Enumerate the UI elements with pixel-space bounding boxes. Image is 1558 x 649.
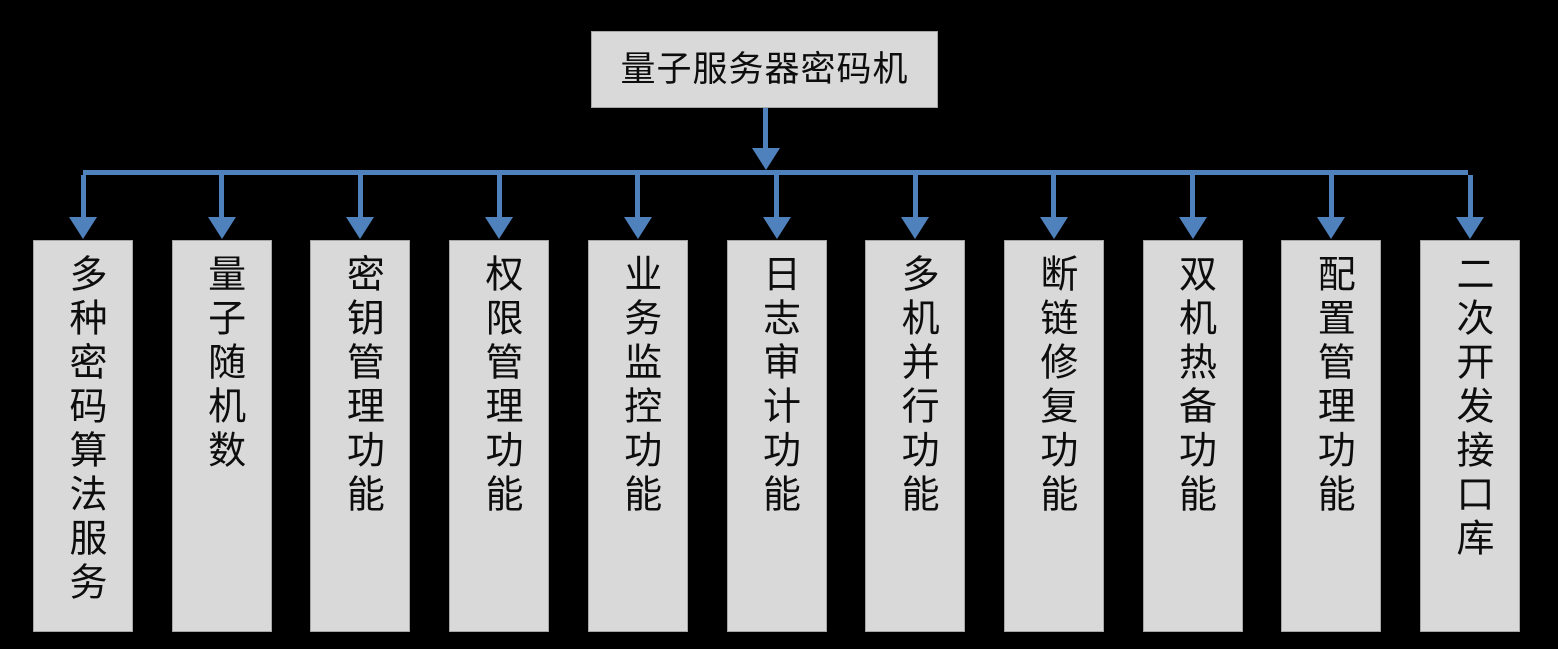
leaf-node-10[interactable]: 配置管理功能 — [1281, 240, 1382, 632]
branch-connector-stem-9 — [1190, 175, 1196, 218]
leaf-node-7[interactable]: 多机并行功能 — [865, 240, 966, 632]
branch-connector-stem-1 — [80, 175, 86, 218]
leaf-node-2[interactable]: 量子随机数 — [171, 240, 272, 632]
branch-connector-arrow-icon-8 — [1039, 217, 1068, 239]
leaf-node-1[interactable]: 多种密码算法服务 — [33, 240, 133, 632]
root-node[interactable]: 量子服务器密码机 — [591, 31, 938, 108]
branch-connector-stem-5 — [635, 175, 641, 218]
branch-connector-stem-7 — [912, 175, 918, 218]
leaf-node-label: 配置管理功能 — [1311, 254, 1354, 518]
branch-connector-stem-8 — [1051, 175, 1057, 218]
branch-connector-stem-10 — [1328, 175, 1334, 218]
horizontal-bus-line — [83, 170, 1468, 175]
leaf-node-label: 双机热备功能 — [1172, 254, 1215, 518]
root-connector-arrow-icon — [751, 148, 780, 170]
leaf-node-11[interactable]: 二次开发接口库 — [1420, 240, 1520, 632]
root-node-label: 量子服务器密码机 — [620, 50, 909, 89]
leaf-node-label: 日志审计功能 — [756, 254, 799, 518]
branch-connector-stem-6 — [774, 175, 779, 218]
leaf-node-5[interactable]: 业务监控功能 — [587, 240, 688, 632]
leaf-node-8[interactable]: 断链修复功能 — [1003, 240, 1104, 632]
branch-connector-arrow-icon-4 — [485, 217, 514, 239]
branch-connector-arrow-icon-10 — [1317, 217, 1346, 239]
branch-connector-arrow-icon-11 — [1456, 217, 1484, 239]
leaf-node-6[interactable]: 日志审计功能 — [726, 240, 827, 632]
branch-connector-arrow-icon-5 — [623, 217, 652, 239]
leaf-node-label: 多种密码算法服务 — [62, 254, 105, 606]
leaf-node-label: 业务监控功能 — [617, 254, 660, 518]
branch-connector-arrow-icon-1 — [69, 217, 97, 239]
branch-connector-arrow-icon-3 — [346, 217, 375, 239]
leaf-node-3[interactable]: 密钥管理功能 — [310, 240, 411, 632]
leaf-node-label: 量子随机数 — [201, 254, 244, 474]
branch-connector-arrow-icon-9 — [1178, 217, 1207, 239]
leaf-node-label: 多机并行功能 — [895, 254, 938, 518]
branch-connector-stem-4 — [496, 175, 502, 218]
branch-connector-stem-11 — [1467, 175, 1473, 218]
leaf-node-label: 权限管理功能 — [479, 254, 522, 518]
branch-connector-arrow-icon-7 — [901, 217, 930, 239]
leaf-node-4[interactable]: 权限管理功能 — [449, 240, 550, 632]
leaf-node-label: 密钥管理功能 — [340, 254, 383, 518]
branch-connector-stem-3 — [357, 175, 363, 218]
branch-connector-arrow-icon-6 — [762, 217, 791, 239]
branch-connector-stem-2 — [219, 175, 225, 218]
leaf-node-label: 二次开发接口库 — [1449, 254, 1492, 562]
leaf-node-9[interactable]: 双机热备功能 — [1142, 240, 1243, 632]
root-connector-stem — [763, 108, 768, 153]
leaf-node-label: 断链修复功能 — [1033, 254, 1076, 518]
branch-connector-arrow-icon-2 — [207, 217, 236, 239]
